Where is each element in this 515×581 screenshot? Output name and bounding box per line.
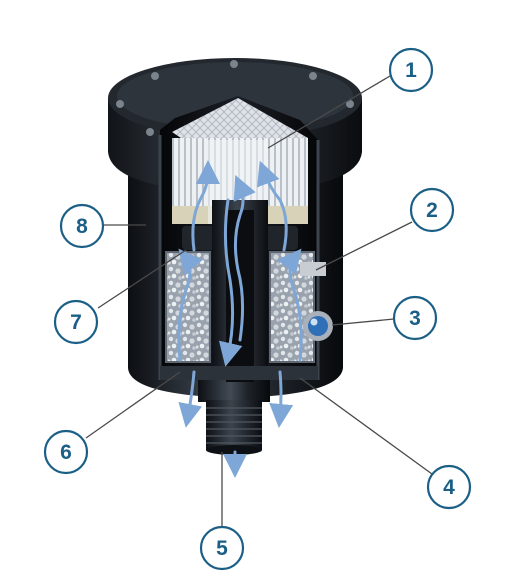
leader-line-2 — [315, 221, 413, 271]
lid-bolts — [116, 60, 354, 136]
callout-1-number: 1 — [405, 59, 417, 82]
callout-5: 5 — [199, 525, 245, 571]
sight-glass-indicator — [303, 311, 333, 341]
callout-8: 8 — [59, 203, 105, 249]
bottom-plate — [160, 366, 318, 380]
callout-4-number: 4 — [443, 476, 455, 499]
flow-arrow-media-right — [277, 248, 303, 362]
leader-line-6 — [85, 371, 181, 439]
callout-8-number: 8 — [76, 215, 88, 238]
outlet-pipe — [198, 372, 270, 455]
leader-line-7 — [97, 249, 187, 309]
callout-4: 4 — [426, 464, 472, 510]
leader-line-3 — [331, 318, 395, 326]
callout-2-number: 2 — [426, 199, 438, 222]
callout-5-number: 5 — [216, 537, 228, 560]
flow-arrow-media-left — [177, 248, 203, 362]
flow-arrow-out-right — [269, 370, 294, 428]
flow-arrow-out-left — [178, 370, 203, 428]
flow-arrow-down-center — [218, 198, 243, 367]
callout-7-number: 7 — [70, 311, 82, 334]
callout-2: 2 — [409, 187, 455, 233]
airflow-arrows — [177, 160, 303, 478]
callout-3-number: 3 — [409, 307, 421, 330]
flow-arrow-up-center — [233, 174, 256, 342]
side-label-plate — [300, 262, 326, 276]
flow-arrow-up-left — [191, 160, 220, 252]
callout-6: 6 — [43, 429, 89, 475]
callout-1: 1 — [388, 47, 434, 93]
cutaway-interior — [158, 96, 333, 382]
leader-lines — [85, 75, 433, 527]
leader-line-4 — [299, 377, 433, 475]
callout-7: 7 — [53, 299, 99, 345]
callout-3: 3 — [392, 295, 438, 341]
leader-line-1 — [267, 75, 391, 149]
callout-6-number: 6 — [60, 441, 72, 464]
flow-arrow-up-right — [256, 160, 288, 252]
